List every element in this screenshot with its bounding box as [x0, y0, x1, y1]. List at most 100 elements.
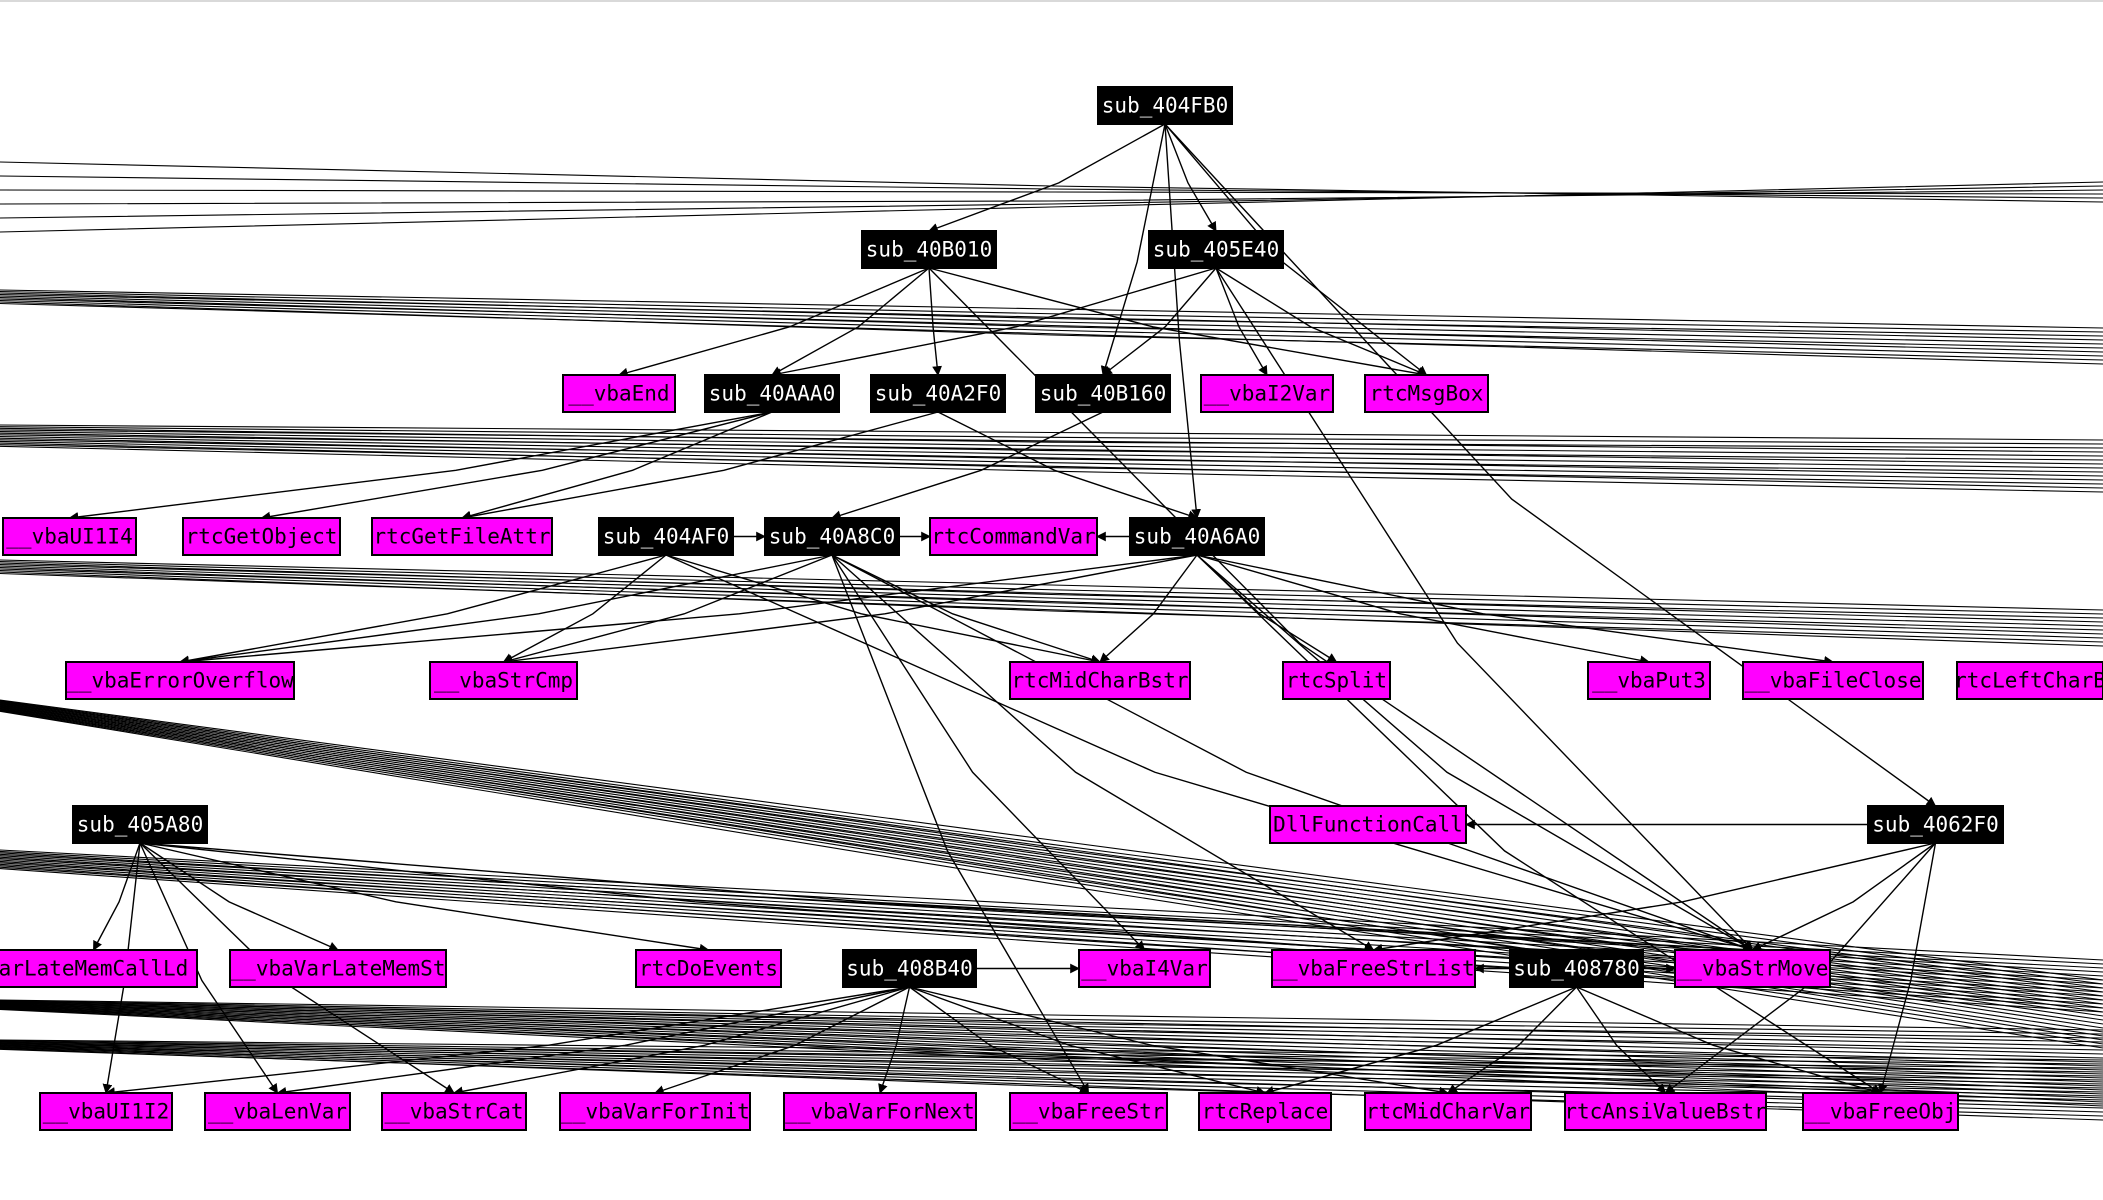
node-box [1097, 86, 1233, 125]
node-box [1148, 230, 1284, 269]
import-node[interactable]: __vbaFileClose [1742, 661, 1924, 700]
function-node[interactable]: sub_40B010 [861, 230, 997, 269]
node-label: __vbaI2Var [1204, 382, 1330, 406]
graph-edge [0, 1002, 2103, 1059]
node-box [1587, 661, 1711, 700]
node-label: DllFunctionCall [1273, 813, 1463, 837]
graph-edge [0, 849, 2103, 961]
graph-edge [0, 429, 2103, 453]
window-top-border [0, 0, 2103, 2]
import-node[interactable]: __vbaFreeStr [1009, 1092, 1168, 1131]
graph-edge [1575, 986, 1667, 1094]
graph-edge [0, 301, 2103, 361]
import-node[interactable]: DllFunctionCall [1269, 805, 1467, 844]
graph-edge [1447, 986, 1577, 1094]
graph-edge [0, 700, 2103, 985]
import-node[interactable]: __vbaEnd [562, 374, 676, 413]
graph-edge [771, 267, 1217, 379]
node-box [182, 517, 341, 556]
graph-edge [0, 710, 2103, 1049]
import-node[interactable]: __vbaFreeStrList [1271, 949, 1476, 988]
import-node[interactable]: rtcSplit [1282, 661, 1391, 700]
graph-edge [831, 411, 1104, 520]
import-node[interactable]: __vbaUI1I2 [39, 1092, 173, 1131]
import-node[interactable]: rtcGetFileAttr [371, 517, 553, 556]
import-node[interactable]: rtcMidCharBstr [1009, 661, 1191, 700]
graph-edge [0, 563, 2103, 623]
import-node[interactable]: rtcMidCharVar [1364, 1092, 1532, 1131]
function-node[interactable]: sub_40A6A0 [1129, 517, 1265, 556]
node-box [381, 1092, 527, 1131]
node-box [2, 517, 137, 556]
node-box [204, 1092, 351, 1131]
graph-edge [928, 123, 1166, 233]
import-node[interactable]: rtcCommandVar [929, 517, 1098, 556]
import-node[interactable]: __vbaVarForInit [559, 1092, 751, 1131]
import-node[interactable]: __vbaVarLateMemSt [229, 949, 447, 988]
graph-edge [0, 1007, 2103, 1095]
import-node[interactable]: __vbaLenVar [204, 1092, 351, 1131]
graph-edge [1196, 554, 1882, 1094]
node-label: __vbaStrMove [1677, 957, 1829, 981]
graph-edge [0, 1041, 2103, 1073]
node-box [1802, 1092, 1959, 1131]
import-node[interactable]: rtcGetObject [182, 517, 341, 556]
graph-edge [0, 293, 2103, 341]
import-node[interactable]: rtcDoEvents [635, 949, 782, 988]
graph-edge [0, 709, 2103, 1041]
graph-edge [0, 1003, 2103, 1067]
function-node[interactable]: sub_40A8C0 [764, 517, 900, 556]
node-label: __vbaVarForInit [560, 1100, 750, 1124]
function-node[interactable]: sub_40AAA0 [704, 374, 840, 413]
function-node[interactable]: sub_408780 [1509, 949, 1644, 988]
graph-edge [0, 1041, 2103, 1077]
graph-edge [0, 437, 2103, 473]
node-box [1200, 374, 1334, 413]
graph-edge [0, 1040, 2103, 1065]
function-node[interactable]: sub_408B40 [842, 949, 977, 988]
node-box [1271, 949, 1476, 988]
graph-edge [1215, 267, 1428, 377]
node-box [0, 949, 198, 988]
graph-edge [0, 1043, 2103, 1085]
graph-edge [0, 569, 2103, 639]
function-node[interactable]: sub_405A80 [72, 805, 208, 844]
import-node[interactable]: __vbaI4Var [1078, 949, 1211, 988]
function-node[interactable]: sub_404FB0 [1097, 86, 1233, 125]
import-node[interactable]: rtcMsgBox [1364, 374, 1489, 413]
import-node[interactable]: rtcLeftCharB [1954, 661, 2103, 700]
import-node[interactable]: __vbaPut3 [1587, 661, 1711, 700]
import-node[interactable]: arLateMemCallLd [0, 949, 198, 988]
function-node[interactable]: sub_40B160 [1035, 374, 1171, 413]
import-node[interactable]: __vbaI2Var [1200, 374, 1334, 413]
function-node[interactable]: sub_40A2F0 [870, 374, 1006, 413]
graph-edge [1196, 554, 1650, 666]
import-node[interactable]: __vbaUI1I4 [2, 517, 137, 556]
graph-edge [0, 296, 2103, 349]
function-node[interactable]: sub_405E40 [1148, 230, 1284, 269]
graph-edge [665, 554, 1754, 953]
node-box [65, 661, 295, 700]
node-label: sub_405A80 [77, 813, 203, 837]
import-node[interactable]: rtcReplace [1198, 1092, 1332, 1131]
graph-edge [0, 440, 2103, 481]
node-box [1364, 374, 1489, 413]
import-node[interactable]: __vbaStrMove [1674, 949, 1831, 988]
node-box [1509, 949, 1644, 988]
import-node[interactable]: __vbaVarForNext [783, 1092, 977, 1131]
node-label: sub_40AAA0 [709, 382, 835, 406]
graph-edge [0, 439, 2103, 477]
import-node[interactable]: __vbaStrCmp [429, 661, 578, 700]
graph-edge [0, 299, 2103, 357]
graph-edge [928, 267, 942, 376]
function-node[interactable]: sub_404AF0 [598, 517, 734, 556]
graph-edge [0, 181, 2103, 233]
import-node[interactable]: __vbaErrorOverflow [65, 661, 295, 700]
graph-edge [0, 427, 2103, 449]
import-node[interactable]: __vbaStrCat [381, 1092, 527, 1131]
function-node[interactable]: sub_4062F0 [1867, 805, 2004, 844]
import-node[interactable]: __vbaFreeObj [1802, 1092, 1959, 1131]
import-node[interactable]: rtcAnsiValueBstr [1564, 1092, 1767, 1131]
